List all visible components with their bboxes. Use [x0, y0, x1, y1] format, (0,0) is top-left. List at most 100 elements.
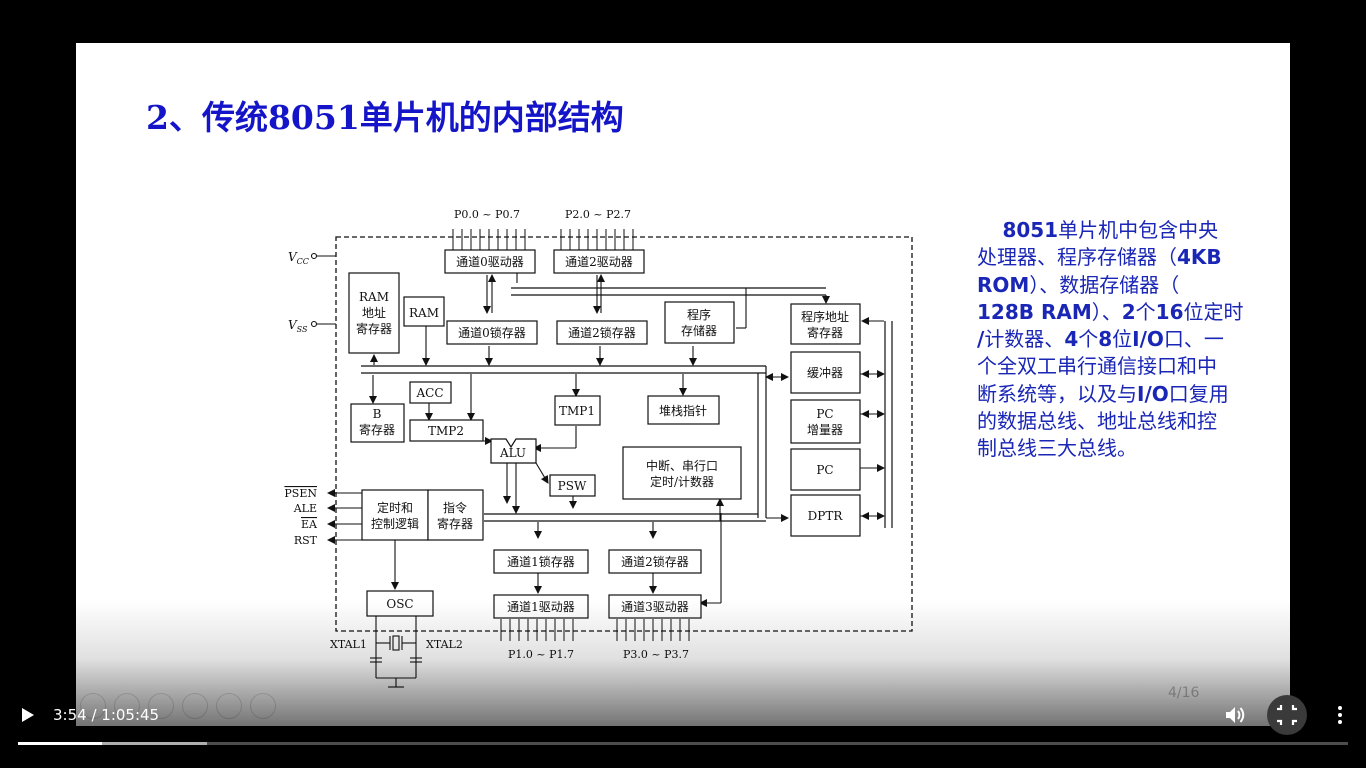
play-button[interactable] [14, 702, 40, 728]
svg-text:TMP1: TMP1 [559, 404, 595, 418]
svg-text:VSS: VSS [288, 318, 308, 334]
svg-text:寄存器: 寄存器 [807, 325, 843, 340]
description-run: 口复用 [1168, 381, 1229, 406]
svg-text:寄存器: 寄存器 [356, 321, 392, 336]
svg-text:寄存器: 寄存器 [359, 422, 395, 437]
description-run: ROM [977, 272, 1030, 297]
description-run: / [977, 327, 985, 352]
prog-mem-block [664, 301, 735, 344]
p3-label: P3.0 ~ P3.7 [623, 648, 689, 661]
svg-text:RAM: RAM [409, 306, 439, 320]
dptr-block [790, 494, 861, 537]
progress-buffered [18, 742, 207, 745]
svg-text:通道0锁存器: 通道0锁存器 [458, 325, 526, 340]
svg-text:B: B [373, 407, 382, 421]
svg-text:通道1驱动器: 通道1驱动器 [507, 600, 575, 614]
description-run: ）、 [1091, 299, 1122, 324]
pc-inc-block [790, 399, 861, 444]
svg-text:指令: 指令 [443, 500, 467, 515]
svg-text:寄存器: 寄存器 [437, 516, 473, 531]
description-run: 2 [1121, 299, 1136, 324]
svg-text:RAM: RAM [359, 290, 389, 304]
video-controls: 3:54 / 1:05:45 [0, 690, 1366, 768]
description-run: 制总线三大总线。 [977, 436, 1137, 461]
tmp2-block [409, 419, 484, 442]
description-run: I/O [1137, 381, 1169, 406]
svg-text:PC: PC [816, 463, 833, 477]
ch2b-latch-block [608, 549, 702, 574]
description-run: 个 [1078, 327, 1099, 352]
vcc-pin-dot [310, 252, 318, 260]
svg-text:PC: PC [816, 407, 833, 421]
progress-played [18, 742, 102, 745]
p3-pin-arrows [616, 619, 690, 641]
svg-text:程序: 程序 [687, 307, 711, 322]
ch0-latch-block [446, 320, 538, 345]
svg-text:定时和: 定时和 [377, 500, 413, 515]
p1-label: P1.0 ~ P1.7 [508, 648, 574, 661]
irq-block [622, 446, 742, 500]
b-reg-block [350, 403, 405, 443]
progress-bar[interactable] [18, 742, 1348, 745]
description-line: /计数器、4个8位I/O口、一 [977, 326, 1269, 353]
p1-pin-arrows [500, 619, 574, 641]
play-icon [22, 708, 34, 722]
ale-label: ALE [293, 502, 317, 515]
description-run: 个全双工串行通信接口和中 [977, 354, 1217, 379]
svg-text:通道3驱动器: 通道3驱动器 [621, 600, 689, 614]
description-run: 16 [1155, 299, 1184, 324]
svg-text:通道2锁存器: 通道2锁存器 [568, 325, 636, 340]
instr-reg-block [427, 489, 484, 541]
description-run: 4KB [1177, 245, 1222, 270]
timing-block [361, 489, 429, 541]
svg-text:OSC: OSC [386, 597, 413, 611]
psen-label: PSEN [284, 487, 317, 500]
ch0-driver-block [444, 249, 536, 274]
description-line: 断系统等，以及与I/O口复用 [977, 381, 1269, 408]
svg-text:通道2锁存器: 通道2锁存器 [621, 554, 689, 569]
rst-label: RST [294, 534, 318, 547]
slide: 2、传统8051单片机的内部结构 [76, 43, 1290, 726]
volume-button[interactable] [1222, 702, 1248, 728]
svg-text:增量器: 增量器 [807, 423, 843, 437]
crystal [370, 616, 422, 688]
ch2-latch-block [556, 320, 648, 345]
volume-icon [1226, 707, 1245, 723]
alu-shape [490, 438, 537, 464]
description-run: ）、数据存储器（ [1029, 272, 1180, 297]
description-run: 的数据总线、地址总线和控 [977, 409, 1217, 434]
svg-text:VCC: VCC [288, 250, 309, 266]
description-run: 128B RAM [977, 299, 1092, 324]
slide-title: 2、传统8051单片机的内部结构 [146, 98, 624, 137]
description-run: 8051 [1002, 218, 1059, 242]
stack-ptr-block [647, 395, 720, 425]
description-run: I/O [1132, 327, 1164, 352]
description-run: 计数器、 [984, 327, 1065, 352]
time-display: 3:54 / 1:05:45 [53, 706, 160, 724]
p2-label: P2.0 ~ P2.7 [565, 208, 631, 221]
description-line: 处理器、程序存储器（4KB [977, 244, 1269, 271]
exit-fullscreen-icon [1277, 705, 1297, 725]
svg-text:控制逻辑: 控制逻辑 [371, 517, 419, 531]
mcu-block-diagram: VCC VSS P0.0 ~ P0.7 P2.0 ~ P2.7 P1.0 ~ P… [284, 208, 913, 688]
svg-text:ACC: ACC [415, 386, 443, 400]
p2-pin-arrows [560, 229, 634, 250]
svg-text:TMP2: TMP2 [428, 424, 464, 438]
svg-text:地址: 地址 [362, 306, 386, 320]
buffer-block [790, 351, 861, 394]
description-line: ROM）、数据存储器（ [977, 272, 1269, 299]
svg-text:ALU: ALU [499, 446, 526, 460]
svg-text:通道0驱动器: 通道0驱动器 [456, 255, 524, 269]
svg-text:存储器: 存储器 [681, 323, 717, 338]
more-options-button[interactable] [1328, 702, 1352, 728]
description-run: 位 [1112, 327, 1133, 352]
description-line: 128B RAM）、2个16位定时 [977, 299, 1269, 326]
exit-fullscreen-button[interactable] [1267, 695, 1307, 735]
ch1-latch-block [493, 549, 589, 574]
pc-block [790, 448, 861, 491]
ram-block [403, 296, 445, 327]
xtal2-label: XTAL2 [426, 638, 463, 651]
description-line: 8051单片机中包含中央 [977, 217, 1269, 244]
ea-label: EA [301, 518, 318, 531]
